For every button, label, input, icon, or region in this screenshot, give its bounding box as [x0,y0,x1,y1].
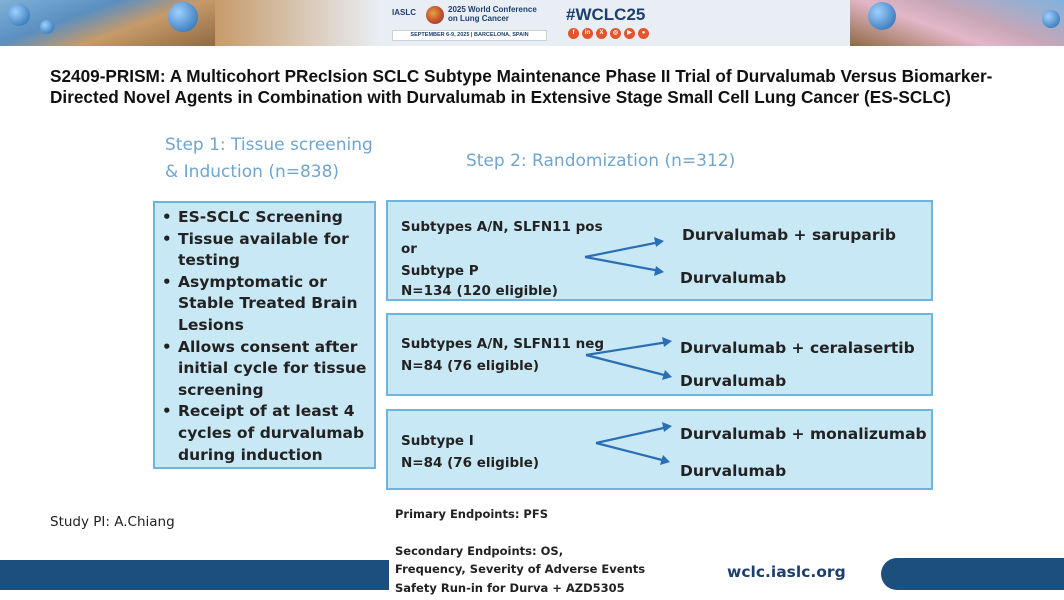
instagram-icon[interactable]: ◎ [610,28,621,39]
arm1-outcome-durvalumab: Durvalumab [680,269,787,287]
arm2-subtype-line: Subtypes A/N, SLFN11 neg [401,336,605,352]
conference-banner: IASLC 2025 World Conference on Lung Canc… [0,0,1064,46]
youtube-icon[interactable]: ▶ [624,28,635,39]
arm3-outcome-durvalumab: Durvalumab [680,462,787,480]
criteria-item: Asymptomatic or Stable Treated Brain Les… [157,272,370,337]
slide-title: S2409-PRISM: A Multicohort PRecIsion SCL… [50,66,993,107]
primary-endpoint: Primary Endpoints: PFS [395,507,549,521]
arm2-outcome-durvalumab: Durvalumab [680,372,787,390]
arm-box-2: Subtypes A/N, SLFN11 neg N=84 (76 eligib… [386,313,933,396]
step1-line1: Step 1: Tissue screening [165,135,373,155]
arm2-arrows [585,337,672,380]
arm-box-3: Subtype I N=84 (76 eligible) Durvalumab … [386,409,933,490]
criteria-item: Tissue available for testing [157,229,370,272]
endpoints: Primary Endpoints: PFS Secondary Endpoin… [395,505,715,597]
arrow-lower [585,353,669,378]
arm2-count-line: N=84 (76 eligible) [401,358,540,374]
arm-box-1: Subtypes A/N, SLFN11 pos or Subtype P N=… [386,200,933,301]
arrowhead-lower [654,266,664,276]
banner-photo-left [0,0,215,46]
arm2-outcome-combo: Durvalumab + ceralasertib [680,339,915,357]
study-pi: Study PI: A.Chiang [50,514,175,530]
step1-heading: Step 1: Tissue screening & Induction (n=… [165,132,405,186]
safety-run-in: Safety Run-in for Durva + AZD5305 [395,580,625,595]
website-url: wclc.iaslc.org [727,563,846,581]
iaslc-logo: IASLC [392,8,416,17]
facebook-icon[interactable]: f [568,28,579,39]
eligibility-criteria-box: ES-SCLC Screening Tissue available for t… [153,201,376,469]
arm1-arrows [584,237,664,276]
arm3-arrows [595,422,672,465]
arrowhead-upper [662,337,672,347]
arrow-lower [584,255,661,273]
criteria-item: Allows consent after initial cycle for t… [157,337,370,402]
arm1-subtype-line: Subtypes A/N, SLFN11 pos [401,219,603,235]
arrow-lower [595,441,667,463]
conference-name: 2025 World Conference on Lung Cancer [448,5,537,23]
arm3-count-line: N=84 (76 eligible) [401,455,540,471]
arrowhead-upper [654,237,664,247]
arm1-or-line: or [401,241,417,257]
arm1-subtype-line: Subtype P [401,263,479,279]
arrow-upper [585,340,669,357]
criteria-item: ES-SCLC Screening [157,207,370,229]
step2-heading: Step 2: Randomization (n=312) [466,151,736,171]
arm1-count-line: N=134 (120 eligible) [401,283,558,299]
arm3-outcome-combo: Durvalumab + monalizumab [680,425,927,443]
arrow-upper [595,425,669,445]
linkedin-icon[interactable]: in [582,28,593,39]
date-location: SEPTEMBER 6-9, 2025 | BARCELONA, SPAIN [392,30,547,41]
globe-icon [426,6,444,24]
secondary-endpoint: Secondary Endpoints: OS, [395,543,564,558]
banner-center: IASLC 2025 World Conference on Lung Canc… [392,2,662,44]
hashtag: #WCLC25 [566,5,646,24]
secondary-endpoint-detail: Frequency, Severity of Adverse Events [395,562,646,576]
arm3-subtype-line: Subtype I [401,433,474,449]
step1-line2: & Induction (n=838) [165,162,340,182]
arrowhead-upper [662,422,672,432]
arrowhead-lower [662,370,672,380]
x-icon[interactable]: X [596,28,607,39]
footer-bar-left [0,560,389,590]
criteria-item: Receipt of at least 4 cycles of durvalum… [157,401,370,466]
arrow-upper [584,240,661,259]
arm1-outcome-combo: Durvalumab + saruparib [682,226,896,244]
footer-bar-right [881,558,1064,590]
wechat-icon[interactable]: ● [638,28,649,39]
arrowhead-lower [660,455,670,465]
banner-photo-right [850,0,1064,46]
